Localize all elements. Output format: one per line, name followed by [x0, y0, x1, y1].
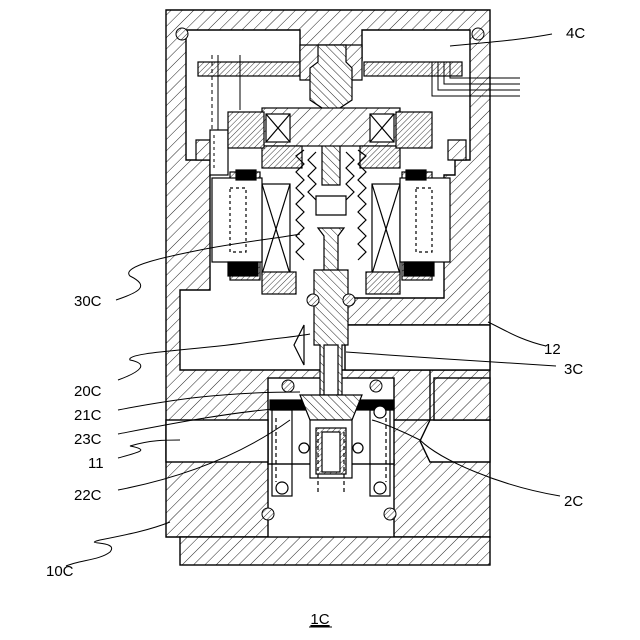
label-12: 12 [544, 341, 561, 358]
label-10C: 10C [46, 563, 74, 580]
label-22C: 22C [74, 487, 102, 504]
label-20C: 20C [74, 383, 102, 400]
label-4C: 4C [566, 25, 585, 42]
figure-caption: 1C [310, 611, 329, 628]
label-2C: 2C [564, 493, 583, 510]
outlet-passage-12 [345, 325, 490, 370]
label-3C: 3C [564, 361, 583, 378]
label-11: 11 [88, 455, 104, 472]
label-21C: 21C [74, 407, 102, 424]
solenoid-coil-right [370, 112, 450, 280]
label-23C: 23C [74, 431, 102, 448]
label-30C: 30C [74, 293, 102, 310]
